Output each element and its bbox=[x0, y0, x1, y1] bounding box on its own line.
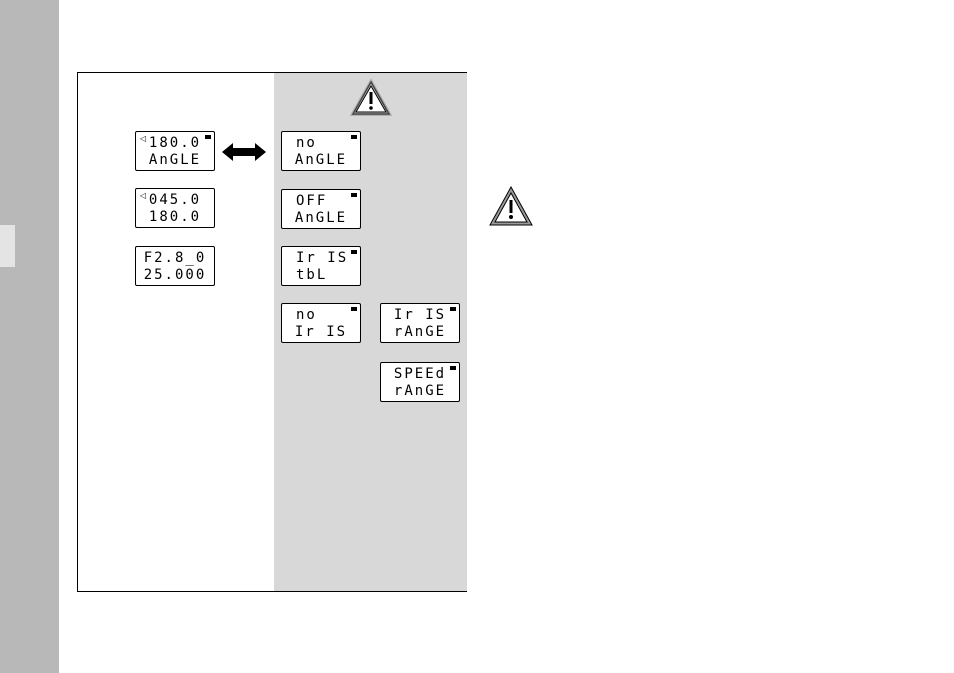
lcd-line-1: no bbox=[296, 135, 374, 151]
lcd-angle-180: ◁ 180.0 AnGLE bbox=[135, 131, 215, 171]
lcd-line-1: 180.0 bbox=[136, 135, 214, 151]
lcd-line-2: AnGLE bbox=[282, 152, 360, 168]
display-diagram: ◁ 180.0 AnGLE ◁ 045.0 180.0 F2.8_0 25.00… bbox=[77, 72, 467, 592]
lcd-line-1: OFF bbox=[296, 193, 374, 209]
lcd-iris-tbl: Ir IS tbL bbox=[281, 246, 361, 286]
lcd-no-angle: no AnGLE bbox=[281, 131, 361, 171]
lcd-line-2: 180.0 bbox=[136, 209, 214, 225]
lcd-line-2: AnGLE bbox=[136, 152, 214, 168]
lcd-line-2: 25.000 bbox=[136, 267, 214, 283]
lcd-line-2: Ir IS bbox=[282, 324, 360, 340]
lcd-line-1: no bbox=[296, 307, 374, 323]
double-arrow-icon bbox=[221, 141, 267, 163]
lcd-angle-045: ◁ 045.0 180.0 bbox=[135, 188, 215, 228]
lcd-no-iris: no Ir IS bbox=[281, 303, 361, 343]
warning-triangle-icon bbox=[350, 79, 392, 117]
lcd-line-1: F2.8_0 bbox=[136, 250, 214, 266]
lcd-fstop: F2.8_0 25.000 bbox=[135, 246, 215, 286]
lcd-line-1: Ir IS bbox=[381, 307, 459, 323]
chapter-tab bbox=[0, 225, 15, 267]
lcd-line-1: SPEEd bbox=[381, 366, 459, 382]
lcd-line-1: Ir IS bbox=[296, 250, 374, 266]
page-margin-bar bbox=[0, 0, 59, 673]
lcd-speed-range: SPEEd rAnGE bbox=[380, 362, 460, 402]
warning-triangle-icon bbox=[488, 185, 534, 227]
lcd-iris-range: Ir IS rAnGE bbox=[380, 303, 460, 343]
lcd-line-2: AnGLE bbox=[282, 210, 360, 226]
lcd-line-2: rAnGE bbox=[381, 383, 459, 399]
lcd-off-angle: OFF AnGLE bbox=[281, 189, 361, 229]
lcd-line-1: 045.0 bbox=[136, 192, 214, 208]
lcd-line-2: rAnGE bbox=[381, 324, 459, 340]
lcd-line-2: tbL bbox=[296, 267, 374, 283]
